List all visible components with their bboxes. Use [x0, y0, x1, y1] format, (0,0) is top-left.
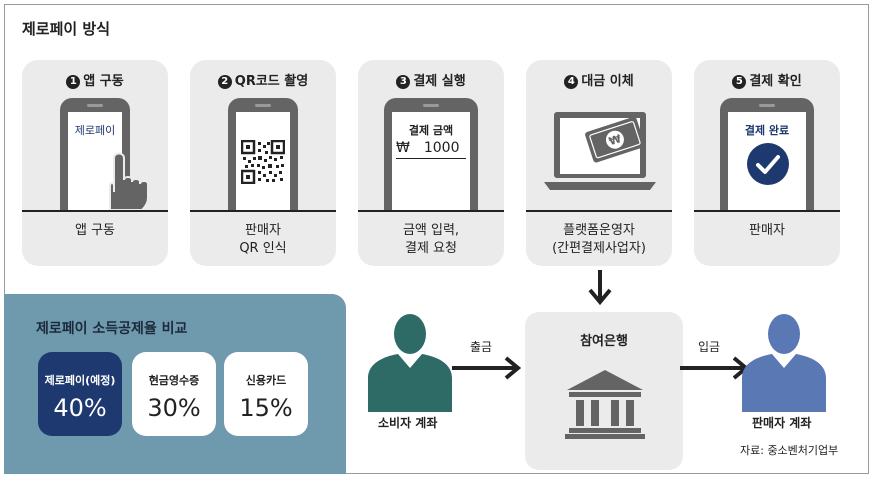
- comparison-credit-card: 신용카드 15%: [224, 352, 308, 436]
- phone-icon: [228, 98, 298, 210]
- down-arrow-icon: [588, 270, 612, 306]
- bank-label: 참여은행: [580, 334, 628, 349]
- svg-text:₩: ₩: [607, 132, 623, 148]
- hand-tap-icon: [109, 152, 149, 211]
- checkmark-icon: [747, 143, 789, 185]
- step-caption-5: 판매자: [749, 223, 785, 238]
- deposit-label: 입금: [698, 340, 721, 354]
- qr-code-icon: [241, 140, 285, 184]
- deduction-comparison-panel: 제로페이 소득공제율 비교 제로페이(예정) 40% 현금영수증 30% 신용카…: [4, 294, 346, 474]
- phone-icon: 결제 금액 ₩1000: [384, 98, 478, 210]
- step-number-4: 4: [564, 75, 579, 89]
- consumer-person-icon: [368, 314, 452, 412]
- comparison-cash-receipt: 현금영수증 30%: [132, 352, 216, 436]
- payment-amount-title: 결제 금액: [408, 124, 454, 137]
- phone-screen-text: 제로페이: [74, 124, 116, 137]
- source-note: 자료: 중소벤처기업부: [740, 444, 839, 457]
- laptop-money-icon: ₩: [544, 112, 656, 190]
- seller-person-icon: [742, 314, 826, 412]
- bank-building-icon: [565, 370, 645, 439]
- page-title: 제로페이 방식: [22, 20, 111, 38]
- step-number-3: 3: [396, 75, 411, 89]
- comparison-zeropay: 제로페이(예정) 40%: [38, 352, 122, 436]
- payment-amount: ₩1000: [396, 140, 466, 159]
- step-caption-3: 금액 입력,결제 요청: [402, 223, 460, 256]
- step-number-1: 1: [66, 75, 81, 89]
- comparison-title: 제로페이 소득공제율 비교: [36, 321, 188, 337]
- consumer-account-label: 소비자 계좌: [378, 416, 438, 430]
- step-number-5: 5: [732, 75, 747, 89]
- step-caption-1: 앱 구동: [74, 223, 115, 238]
- seller-account-label: 판매자 계좌: [752, 416, 812, 430]
- participating-bank-box: 참여은행: [525, 312, 683, 470]
- payment-complete-text: 결제 완료: [744, 124, 790, 137]
- step-caption-4: 플랫폼운영자(간편결제사업자): [552, 223, 646, 256]
- step-number-2: 2: [217, 75, 232, 89]
- phone-icon: 결제 완료: [720, 98, 814, 210]
- right-arrow-icon: [452, 356, 522, 380]
- withdraw-label: 출금: [470, 340, 493, 354]
